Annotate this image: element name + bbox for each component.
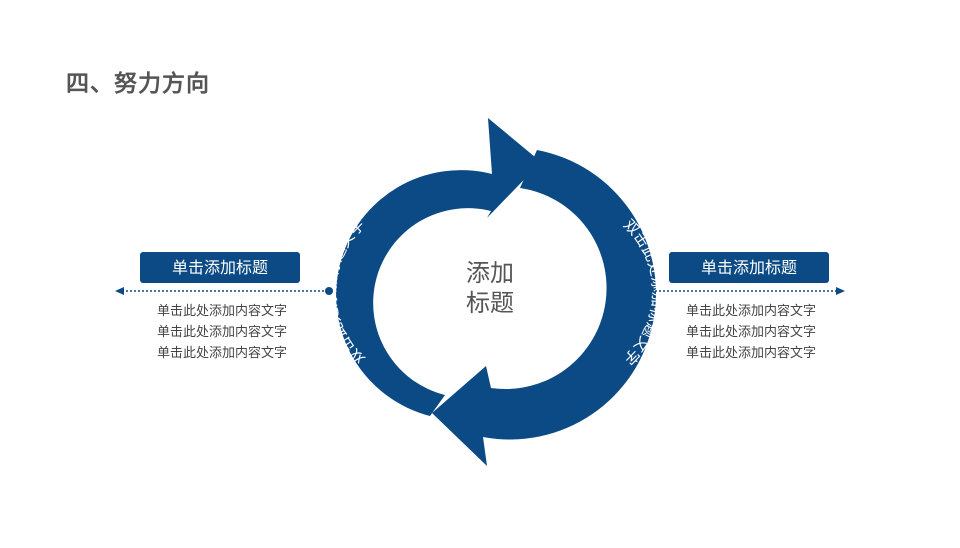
- right-panel-list: 单击此处添加内容文字 单击此处添加内容文字 单击此处添加内容文字: [651, 301, 851, 364]
- center-label-line1: 添加: [466, 259, 514, 287]
- right-panel-title[interactable]: 单击添加标题: [669, 252, 829, 283]
- bottom-arrow-arc: [432, 150, 656, 466]
- left-connector-arrowhead: [115, 287, 124, 295]
- center-label: 添加 标题: [440, 258, 540, 318]
- center-label-line2: 标题: [466, 289, 514, 317]
- left-connector-dot: [325, 287, 333, 295]
- left-panel-line: 单击此处添加内容文字: [156, 304, 287, 319]
- right-connector-dot: [643, 287, 651, 295]
- left-panel-list: 单击此处添加内容文字 单击此处添加内容文字 单击此处添加内容文字: [122, 301, 322, 364]
- left-panel-line: 单击此处添加内容文字: [156, 325, 287, 340]
- left-panel-line: 单击此处添加内容文字: [156, 346, 287, 361]
- right-panel-line: 单击此处添加内容文字: [685, 325, 816, 340]
- right-panel-line: 单击此处添加内容文字: [685, 346, 816, 361]
- slide-title: 四、努力方向: [66, 71, 210, 97]
- top-arrow-arc: [336, 118, 541, 416]
- right-panel-line: 单击此处添加内容文字: [685, 304, 816, 319]
- left-panel-title[interactable]: 单击添加标题: [140, 252, 300, 283]
- right-connector-arrowhead: [836, 287, 845, 295]
